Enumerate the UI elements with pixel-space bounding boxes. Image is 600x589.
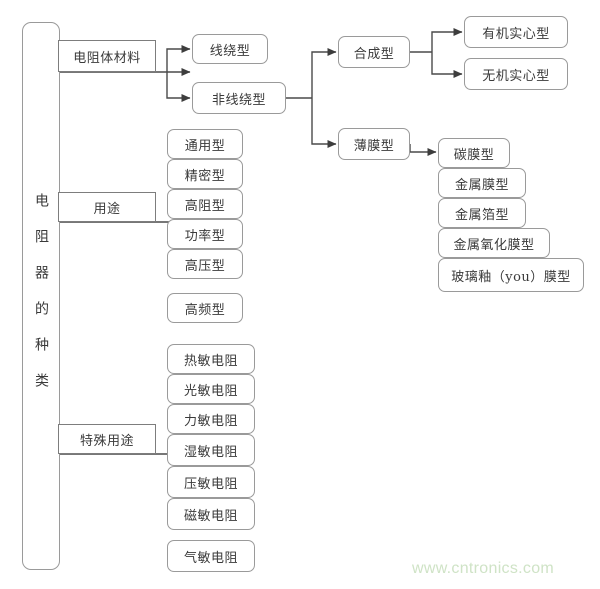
watermark: www.cntronics.com	[412, 560, 555, 577]
node-photoresistor-label: 光敏电阻	[183, 383, 238, 399]
category-special-usage[interactable]: 特殊用途	[58, 424, 156, 454]
node-non-wirewound-label: 非线绕型	[211, 92, 266, 108]
node-carbon-film[interactable]: 碳膜型	[438, 138, 510, 168]
root-node: 电阻器的种类	[22, 22, 60, 570]
node-metal-oxide-film-label: 金属氧化膜型	[453, 237, 535, 253]
node-gas-sensitive-label: 气敏电阻	[183, 550, 238, 566]
node-high-frequency-label: 高频型	[184, 302, 226, 318]
category-material-label: 电阻体材料	[73, 50, 141, 66]
category-material[interactable]: 电阻体材料	[58, 40, 156, 72]
category-usage[interactable]: 用途	[58, 192, 156, 222]
node-force-sensitive[interactable]: 力敏电阻	[167, 404, 255, 434]
node-metal-foil[interactable]: 金属箔型	[438, 198, 526, 228]
node-humidity-sensitive[interactable]: 湿敏电阻	[167, 434, 255, 466]
node-precision-label: 精密型	[184, 168, 226, 184]
node-force-sensitive-label: 力敏电阻	[183, 413, 238, 429]
node-varistor-label: 压敏电阻	[183, 476, 238, 492]
node-inorganic-solid-label: 无机实心型	[482, 68, 550, 84]
node-carbon-film-label: 碳膜型	[453, 147, 495, 163]
node-thermistor[interactable]: 热敏电阻	[167, 344, 255, 374]
node-film-label: 薄膜型	[353, 138, 395, 154]
node-magneto-sensitive[interactable]: 磁敏电阻	[167, 498, 255, 530]
node-non-wirewound[interactable]: 非线绕型	[192, 82, 286, 114]
node-thermistor-label: 热敏电阻	[183, 353, 238, 369]
node-inorganic-solid[interactable]: 无机实心型	[464, 58, 568, 90]
page-title: 电阻器的种类	[33, 193, 49, 409]
node-glass-glaze-film[interactable]: 玻璃釉（you）膜型	[438, 258, 584, 292]
node-high-resistance-label: 高阻型	[184, 198, 226, 214]
node-humidity-sensitive-label: 湿敏电阻	[183, 444, 238, 460]
node-organic-solid[interactable]: 有机实心型	[464, 16, 568, 48]
category-usage-label: 用途	[93, 201, 121, 217]
node-composite-label: 合成型	[353, 46, 395, 62]
node-high-voltage[interactable]: 高压型	[167, 249, 243, 279]
node-metal-foil-label: 金属箔型	[454, 207, 509, 223]
node-varistor[interactable]: 压敏电阻	[167, 466, 255, 498]
node-metal-film[interactable]: 金属膜型	[438, 168, 526, 198]
node-metal-oxide-film[interactable]: 金属氧化膜型	[438, 228, 550, 258]
node-composite[interactable]: 合成型	[338, 36, 410, 68]
node-precision[interactable]: 精密型	[167, 159, 243, 189]
node-metal-film-label: 金属膜型	[454, 177, 509, 193]
node-power[interactable]: 功率型	[167, 219, 243, 249]
node-high-frequency[interactable]: 高频型	[167, 293, 243, 323]
node-general-label: 通用型	[184, 138, 226, 154]
node-glass-glaze-film-label: 玻璃釉（you）膜型	[451, 269, 571, 285]
node-high-resistance[interactable]: 高阻型	[167, 189, 243, 219]
node-film[interactable]: 薄膜型	[338, 128, 410, 160]
node-photoresistor[interactable]: 光敏电阻	[167, 374, 255, 404]
node-organic-solid-label: 有机实心型	[482, 26, 550, 42]
node-magneto-sensitive-label: 磁敏电阻	[183, 508, 238, 524]
node-wirewound[interactable]: 线绕型	[192, 34, 268, 64]
node-gas-sensitive[interactable]: 气敏电阻	[167, 540, 255, 572]
category-special-usage-label: 特殊用途	[79, 433, 134, 449]
node-high-voltage-label: 高压型	[184, 258, 226, 274]
node-general[interactable]: 通用型	[167, 129, 243, 159]
node-wirewound-label: 线绕型	[209, 43, 251, 59]
node-power-label: 功率型	[184, 228, 226, 244]
